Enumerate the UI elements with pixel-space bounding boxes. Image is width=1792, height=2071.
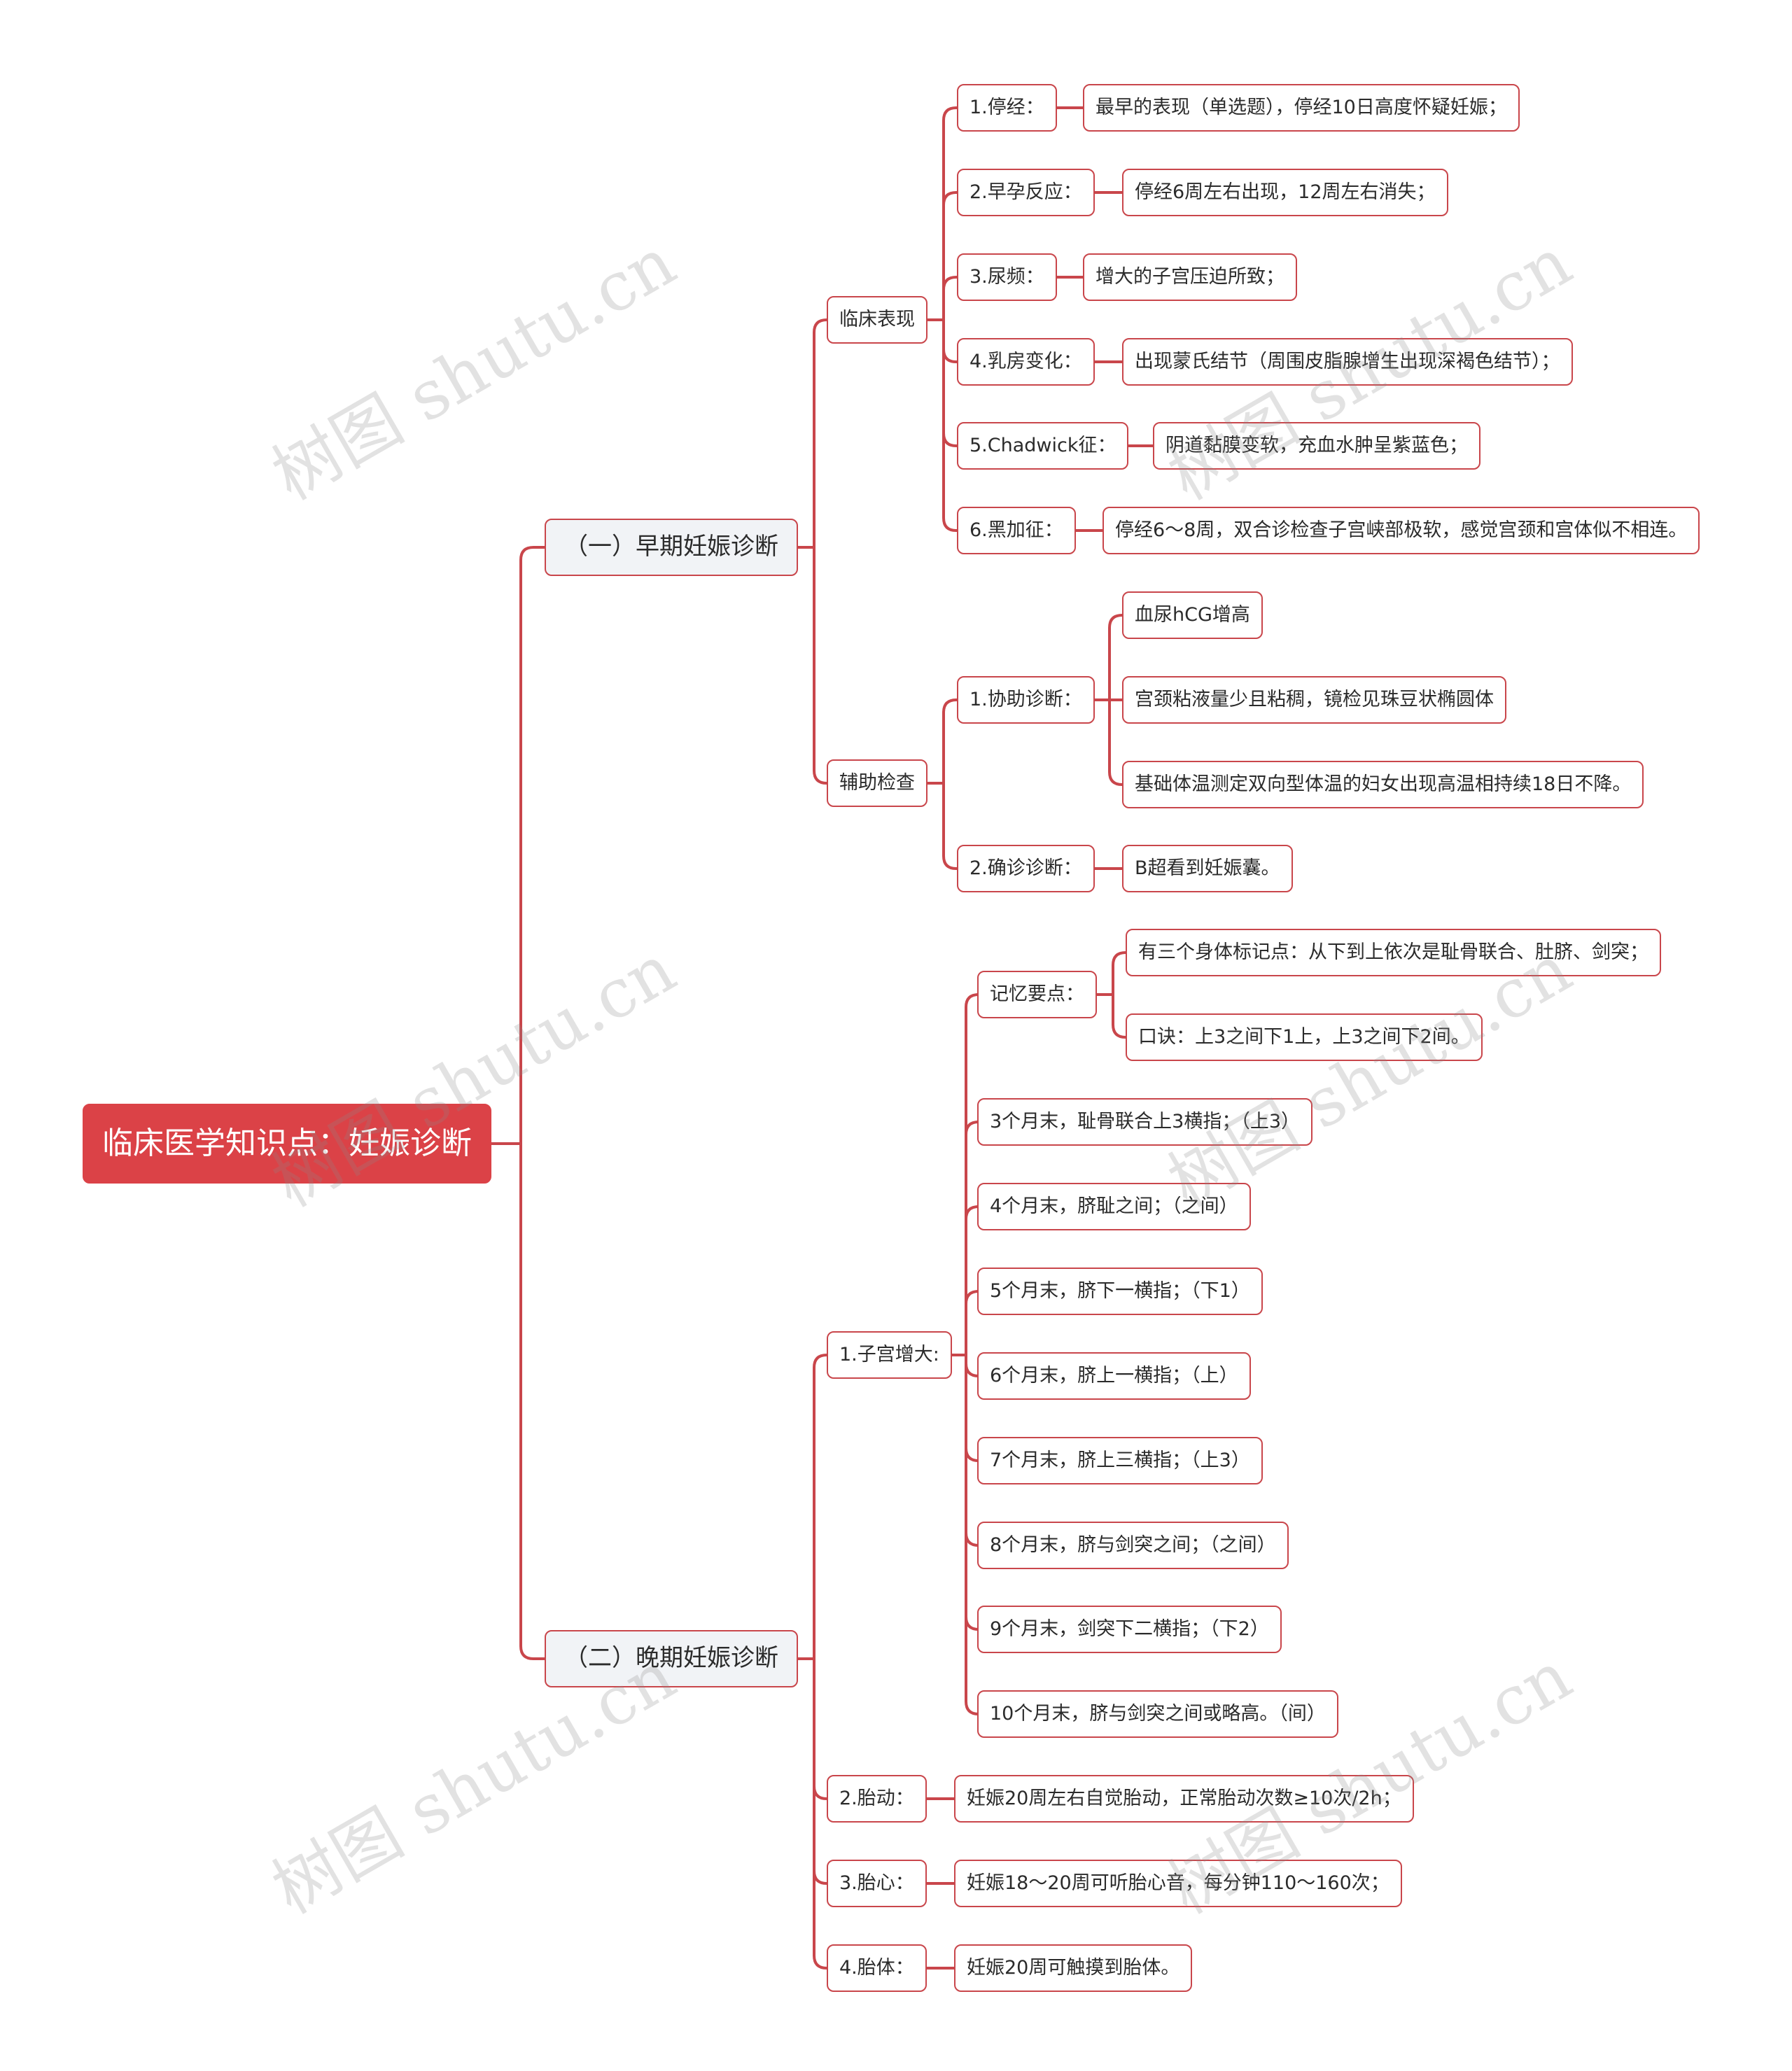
month-3[interactable]: 3个月末，耻骨联合上3横指；（上3）	[977, 1098, 1313, 1146]
connector-line	[965, 1121, 979, 1356]
connector-line	[965, 1354, 979, 1631]
branch-early-diagnosis[interactable]: （一）早期妊娠诊断	[545, 519, 798, 576]
topic-frequent-urination[interactable]: 3.尿频：	[957, 253, 1057, 301]
topic-auxiliary-exams[interactable]: 辅助检查	[827, 759, 927, 807]
month-8[interactable]: 8个月末，脐与剑突之间；（之间）	[977, 1522, 1289, 1569]
topic-morning-sickness[interactable]: 2.早孕反应：	[957, 169, 1095, 216]
detail-cervical-mucus[interactable]: 宫颈粘液量少且粘稠，镜检见珠豆状椭圆体	[1122, 676, 1506, 724]
topic-hegar-sign[interactable]: 6.黑加征：	[957, 507, 1076, 554]
month-5[interactable]: 5个月末，脐下一横指；（下1）	[977, 1268, 1263, 1315]
detail-chadwick-sign[interactable]: 阴道黏膜变软，充血水肿呈紫蓝色；	[1153, 422, 1480, 470]
connector-line	[813, 1657, 828, 1970]
detail-ultrasound[interactable]: B超看到妊娠囊。	[1122, 845, 1293, 892]
connector-line	[1108, 614, 1124, 701]
detail-body-landmarks[interactable]: 有三个身体标记点：从下到上依次是耻骨联合、肚脐、剑突；	[1126, 929, 1661, 976]
branch-late-diagnosis[interactable]: （二）晚期妊娠诊断	[545, 1630, 798, 1687]
topic-amenorrhea[interactable]: 1.停经：	[957, 84, 1057, 132]
detail-mnemonic[interactable]: 口诀：上3之间下1上，上3之间下2间。	[1126, 1013, 1483, 1061]
topic-breast-changes[interactable]: 4.乳房变化：	[957, 338, 1095, 386]
connector-line	[1112, 993, 1127, 1039]
topic-assisted-diagnosis[interactable]: 1.协助诊断：	[957, 676, 1095, 724]
topic-chadwick-sign[interactable]: 5.Chadwick征：	[957, 422, 1129, 470]
connector-line	[942, 106, 958, 321]
root-topic[interactable]: 临床医学知识点：妊娠诊断	[83, 1104, 491, 1184]
connector-line	[813, 1657, 828, 1885]
connector-line	[942, 318, 958, 447]
month-10[interactable]: 10个月末，脐与剑突之间或略高。（间）	[977, 1690, 1338, 1738]
month-7[interactable]: 7个月末，脐上三横指；（上3）	[977, 1437, 1263, 1484]
topic-fetal-body[interactable]: 4.胎体：	[827, 1944, 927, 1992]
month-6[interactable]: 6个月末，脐上一横指；（上）	[977, 1352, 1251, 1400]
connector-line	[813, 1354, 828, 1660]
connector-line	[942, 276, 958, 321]
topic-memory-tips[interactable]: 记忆要点：	[977, 971, 1097, 1018]
detail-frequent-urination[interactable]: 增大的子宫压迫所致；	[1083, 253, 1297, 301]
connector-line	[942, 698, 958, 785]
detail-fetal-body[interactable]: 妊娠20周可触摸到胎体。	[954, 1944, 1193, 1992]
connector-line	[942, 782, 958, 870]
connector-line	[942, 318, 958, 532]
detail-morning-sickness[interactable]: 停经6周左右出现，12周左右消失；	[1122, 169, 1448, 216]
connector-line	[942, 318, 958, 363]
connector-line	[1108, 698, 1124, 786]
month-9[interactable]: 9个月末，剑突下二横指；（下2）	[977, 1606, 1282, 1653]
month-4[interactable]: 4个月末，脐耻之间；（之间）	[977, 1183, 1251, 1230]
topic-fetal-movement[interactable]: 2.胎动：	[827, 1775, 927, 1823]
connector-line	[813, 546, 828, 785]
connector-line	[1112, 951, 1127, 996]
connector-line	[813, 1657, 828, 1800]
detail-hcg[interactable]: 血尿hCG增高	[1122, 591, 1263, 639]
topic-clinical-signs[interactable]: 临床表现	[827, 296, 927, 344]
detail-fetal-movement[interactable]: 妊娠20周左右自觉胎动，正常胎动次数≥10次/2h；	[954, 1775, 1414, 1823]
connector-line	[519, 546, 546, 1145]
topic-uterus-enlargement[interactable]: 1.子宫增大:	[827, 1331, 952, 1379]
connector-line	[942, 191, 958, 321]
detail-basal-body-temperature[interactable]: 基础体温测定双向型体温的妇女出现高温相持续18日不降。	[1122, 761, 1644, 808]
topic-confirmed-diagnosis[interactable]: 2.确诊诊断：	[957, 845, 1095, 892]
detail-amenorrhea[interactable]: 最早的表现（单选题），停经10日高度怀疑妊娠；	[1083, 84, 1520, 132]
connector-line	[813, 318, 828, 549]
connector-line	[519, 1142, 546, 1660]
topic-fetal-heart[interactable]: 3.胎心：	[827, 1860, 927, 1907]
detail-fetal-heart[interactable]: 妊娠18～20周可听胎心音，每分钟110～160次；	[954, 1860, 1402, 1907]
detail-breast-changes[interactable]: 出现蒙氏结节（周围皮脂腺增生出现深褐色结节）；	[1122, 338, 1573, 386]
detail-hegar-sign[interactable]: 停经6～8周，双合诊检查子宫峡部极软，感觉宫颈和宫体似不相连。	[1102, 507, 1700, 554]
